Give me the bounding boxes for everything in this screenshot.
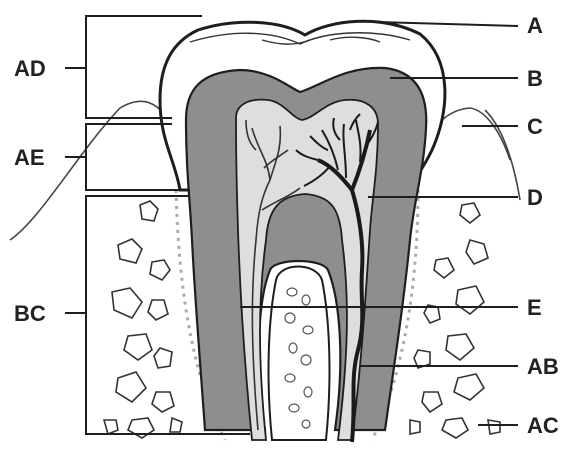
root-inner bbox=[269, 267, 330, 441]
alveolar-bone-left bbox=[104, 201, 182, 438]
label-b: B bbox=[527, 66, 543, 91]
label-c: C bbox=[527, 114, 543, 139]
label-ad: AD bbox=[14, 56, 46, 81]
label-ae: AE bbox=[14, 145, 45, 170]
label-d: D bbox=[527, 185, 543, 210]
label-ab: AB bbox=[527, 354, 559, 379]
label-e: E bbox=[527, 295, 542, 320]
label-a: A bbox=[527, 13, 543, 38]
label-ac: AC bbox=[527, 413, 559, 438]
label-bc: BC bbox=[14, 301, 46, 326]
alveolar-bone-right bbox=[410, 203, 500, 438]
